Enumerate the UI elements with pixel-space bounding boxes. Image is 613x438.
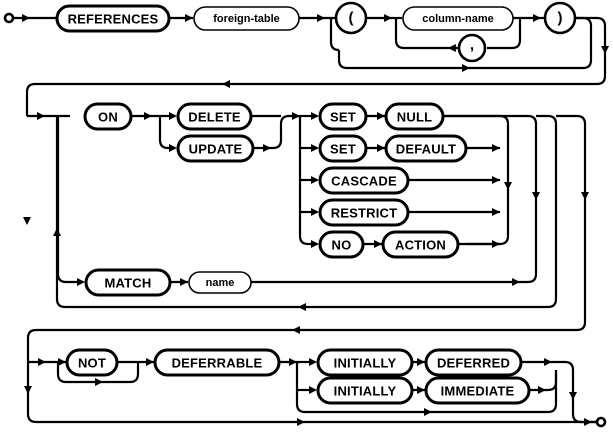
rail-row1-to-row2 [23, 80, 597, 225]
node-foreign-table[interactable]: foreign-table [193, 6, 300, 31]
node-initially-immediate-initially[interactable]: INITIALLY [316, 376, 414, 405]
link-match-to-name [170, 278, 188, 286]
node-deferrable-label: DEFERRABLE [172, 356, 263, 371]
rail-action-fanout [298, 112, 319, 248]
node-null[interactable]: NULL [384, 102, 445, 131]
node-rparen[interactable]: ) [543, 1, 577, 35]
node-foreign-table-label: foreign-table [213, 13, 280, 25]
node-immediate[interactable]: IMMEDIATE [424, 376, 531, 405]
node-deferrable[interactable]: DEFERRABLE [153, 348, 281, 377]
link-lparen-to-columnlist [331, 14, 392, 22]
node-action[interactable]: ACTION [381, 230, 460, 259]
node-deferred[interactable]: DEFERRED [424, 348, 523, 377]
link-rparen-to-right-rail [575, 16, 609, 86]
link-set-to-null [366, 112, 385, 120]
node-update[interactable]: UPDATE [176, 134, 255, 163]
node-restrict-label: RESTRICT [331, 206, 398, 221]
node-on[interactable]: ON [83, 102, 133, 131]
node-not-label: NOT [78, 356, 106, 371]
node-default-label: DEFAULT [396, 142, 456, 157]
node-name-label: name [206, 277, 235, 289]
branch-skip-column-list [329, 18, 340, 52]
node-cascade[interactable]: CASCADE [318, 166, 410, 195]
node-set-null-set[interactable]: SET [318, 102, 368, 131]
rail-initially-fanout [279, 358, 317, 414]
node-default[interactable]: DEFAULT [384, 134, 468, 163]
rail-deferrable-entry [28, 358, 140, 386]
link-no-to-action [363, 240, 382, 248]
node-rparen-label: ) [558, 10, 563, 27]
node-lparen-label: ( [349, 10, 354, 27]
rail-match-merge [251, 114, 540, 286]
node-match[interactable]: MATCH [84, 268, 172, 297]
node-delete[interactable]: DELETE [176, 102, 253, 131]
node-no[interactable]: NO [318, 230, 365, 259]
node-column-name-label: column-name [422, 13, 494, 25]
rail-skip-column-list [337, 16, 593, 72]
link-initially-to-immediate [412, 386, 425, 394]
rail-merge-event [251, 112, 300, 152]
node-action-label: ACTION [395, 238, 446, 253]
link-initially-to-deferred [412, 358, 425, 366]
end-endpoint [595, 416, 607, 428]
node-column-name[interactable]: column-name [402, 6, 514, 31]
node-initially-deferred-initially-label: INITIALLY [334, 356, 397, 371]
node-null-label: NULL [397, 110, 432, 125]
node-lparen[interactable]: ( [334, 1, 368, 35]
node-restrict[interactable]: RESTRICT [318, 198, 410, 227]
link-foreign-table-to-paren-junction [299, 14, 331, 22]
rail-row2-to-row3 [26, 114, 589, 362]
link-set-to-default [366, 144, 385, 152]
node-immediate-label: IMMEDIATE [441, 384, 515, 399]
node-set-default-set[interactable]: SET [318, 134, 368, 163]
node-comma[interactable]: , [457, 33, 487, 63]
link-not-to-deferrable [117, 358, 154, 366]
node-comma-label: , [470, 37, 474, 54]
node-references[interactable]: REFERENCES [55, 4, 171, 33]
node-references-label: REFERENCES [68, 12, 159, 27]
link-columnlist-to-rparen [513, 14, 545, 22]
node-set-null-set-label: SET [330, 110, 356, 125]
node-no-label: NO [332, 238, 352, 253]
link-on-to-event [131, 112, 177, 152]
node-match-label: MATCH [105, 276, 152, 291]
start-endpoint [3, 12, 56, 24]
node-name[interactable]: name [188, 271, 252, 294]
comma-repeat-loop [394, 18, 522, 52]
node-initially-immediate-initially-label: INITIALLY [334, 384, 397, 399]
node-update-label: UPDATE [189, 142, 243, 157]
rail-clause-repeat-loop [53, 114, 558, 311]
node-set-default-set-label: SET [330, 142, 356, 157]
rail-initially-merge [310, 358, 596, 424]
link-references-to-foreign-table [169, 14, 193, 22]
node-delete-label: DELETE [188, 110, 241, 125]
node-cascade-label: CASCADE [331, 174, 397, 189]
rail-skip-deferrable [24, 362, 596, 426]
node-initially-deferred-initially[interactable]: INITIALLY [316, 348, 414, 377]
node-deferred-label: DEFERRED [437, 356, 510, 371]
node-not[interactable]: NOT [65, 348, 119, 377]
node-on-label: ON [98, 110, 118, 125]
